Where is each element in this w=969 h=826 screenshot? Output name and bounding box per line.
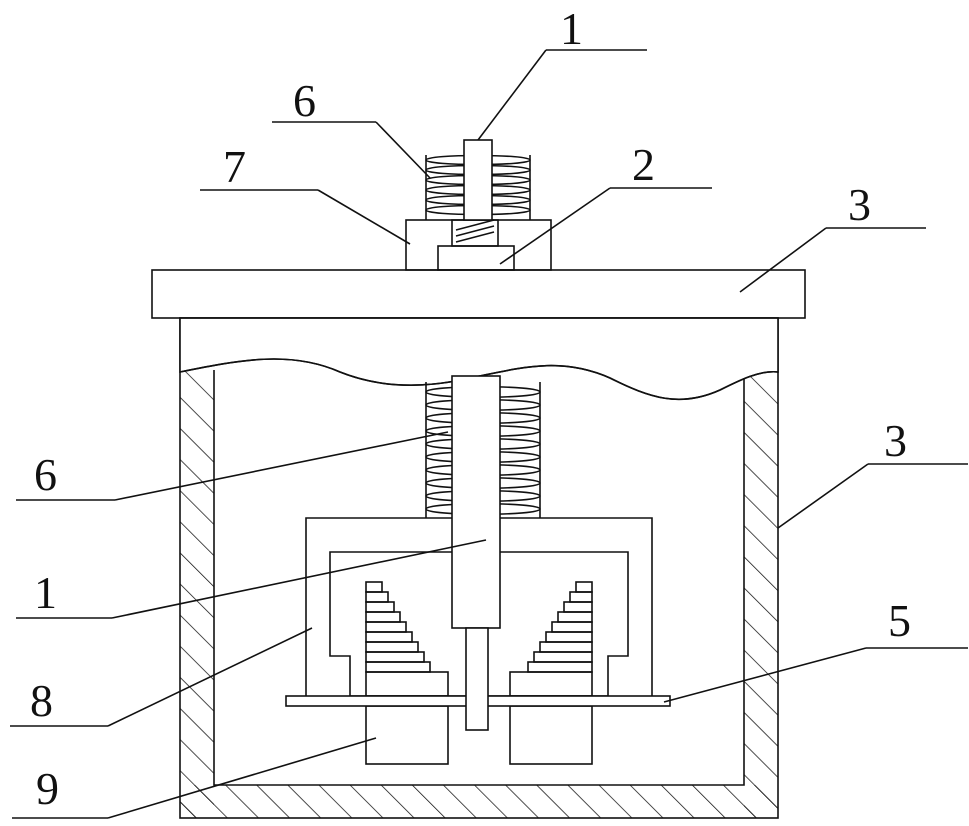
label-spring-top: 6 [293,78,316,124]
rod-top [464,140,492,220]
label-guide-sleeve: 2 [632,142,655,188]
label-cover-plate: 3 [848,182,871,228]
cover-plate [152,270,805,318]
label-plate: 5 [888,598,911,644]
guide-sleeve [438,246,514,270]
label-rod-top: 1 [560,6,583,52]
label-spring-inner: 6 [34,452,57,498]
label-nut: 7 [223,144,246,190]
label-block: 9 [36,766,59,812]
label-bracket: 8 [30,678,53,724]
nut [406,220,551,270]
label-rod-inner: 1 [34,570,57,616]
label-housing: 3 [884,418,907,464]
